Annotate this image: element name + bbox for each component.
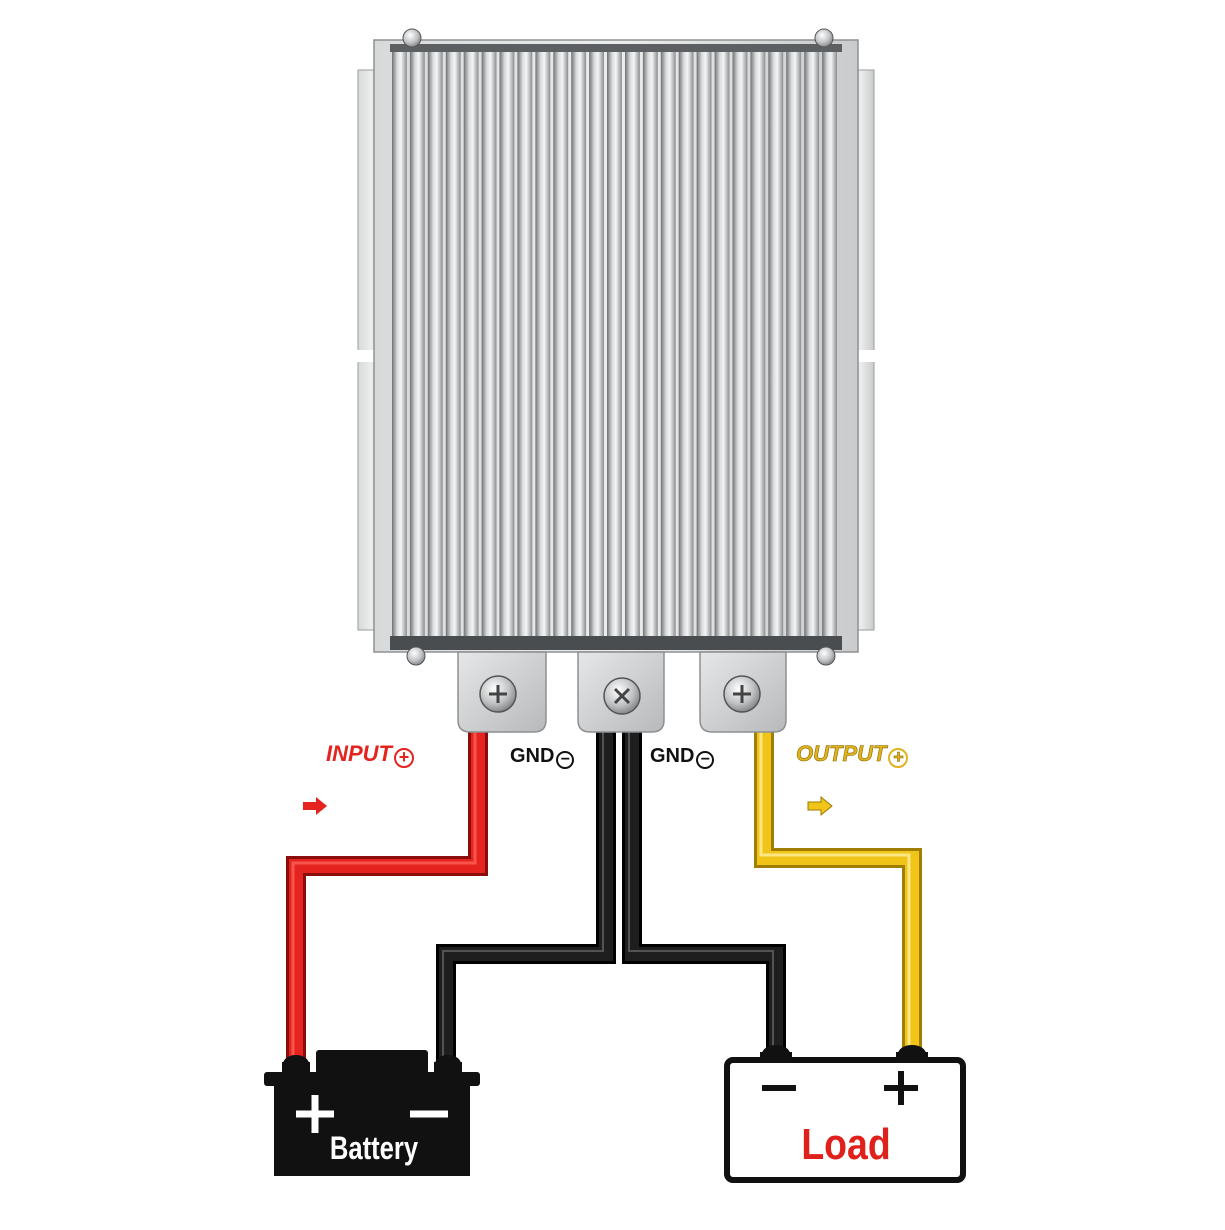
heatsink-fin (535, 52, 551, 636)
heatsink-fin (589, 52, 604, 636)
gnd-label-right: GND− (650, 745, 715, 769)
heatsink-fin (696, 52, 712, 636)
heatsink-fin (786, 52, 802, 636)
heatsink-fins (392, 52, 837, 636)
heatsink-fin (750, 52, 766, 636)
heatsink-fin (768, 52, 784, 636)
battery (264, 1050, 480, 1176)
screw-icon (814, 28, 834, 48)
heatsink-fin (481, 52, 497, 636)
output-arrow-icon (807, 795, 833, 817)
load (724, 1045, 966, 1183)
input-arrow-icon (303, 797, 327, 815)
gnd-label-left-text: GND (510, 745, 555, 767)
input-label: INPUT+ (326, 741, 414, 768)
heatsink-fin (553, 52, 569, 636)
gnd-label-left: GND− (510, 745, 575, 769)
heatsink-fin (427, 52, 443, 636)
terminal-ground (577, 651, 665, 733)
heatsink-fin (822, 52, 837, 636)
terminal-input (457, 651, 547, 733)
screw-icon (816, 646, 836, 666)
plus-circle-icon: + (888, 748, 909, 768)
load-label: Load (801, 1120, 891, 1169)
output-label: OUTPUT+ (796, 741, 909, 768)
heatsink-fin (678, 52, 694, 636)
heatsink-fin (660, 52, 676, 636)
output-label-text: OUTPUT (796, 741, 887, 767)
heatsink-fin (804, 52, 820, 636)
heatsink-fin (499, 52, 515, 636)
heatsink-fin (409, 52, 425, 636)
heatsink-fin (625, 52, 640, 636)
heatsink-fin (517, 52, 533, 636)
heatsink-fin (732, 52, 748, 636)
heatsink-fin (392, 52, 407, 636)
heatsink-fin (571, 52, 587, 636)
terminal-output (699, 651, 787, 733)
battery-plus-icon (296, 1095, 334, 1133)
gnd-label-right-text: GND (650, 745, 695, 767)
output-wire (754, 732, 922, 1052)
minus-circle-icon: − (696, 751, 715, 769)
screw-icon (406, 646, 426, 666)
heatsink-fin (607, 52, 622, 636)
heatsink-fin (642, 52, 658, 636)
plus-circle-icon: + (394, 748, 414, 768)
screw-icon (402, 28, 422, 48)
terminals (457, 651, 787, 733)
minus-circle-icon: − (556, 751, 575, 769)
load-plus-icon (884, 1071, 918, 1105)
heatsink-fin (714, 52, 730, 636)
battery-label: Battery (329, 1130, 419, 1166)
heatsink-fin (445, 52, 461, 636)
wires (286, 732, 922, 1062)
dc-converter-heatsink (356, 28, 876, 666)
input-label-text: INPUT (326, 741, 392, 766)
heatsink-fin (463, 52, 479, 636)
